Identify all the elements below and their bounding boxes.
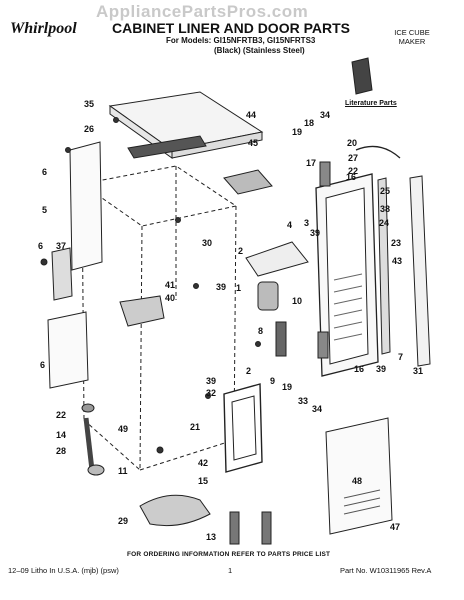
back-panel-upper (69, 141, 103, 271)
brand-name: Whirlpool (10, 20, 77, 37)
callout-number: 8 (258, 326, 264, 336)
ordering-note: FOR ORDERING INFORMATION REFER TO PARTS … (127, 551, 331, 558)
literature-parts-label: Literature Parts (345, 100, 397, 107)
callout-number: 38 (380, 204, 391, 214)
back-panel-lower (47, 311, 89, 389)
callout-number: 11 (118, 466, 128, 476)
callout-number: 24 (379, 218, 390, 228)
callout-number: 9 (270, 376, 276, 386)
callout-number: 34 (312, 404, 323, 414)
callout-number: 39 (206, 376, 217, 386)
callout-number: 21 (190, 422, 201, 432)
leveling-foot (81, 403, 95, 413)
callout-number: 19 (292, 127, 303, 137)
callout-number: 45 (248, 138, 259, 148)
cabinet-liner (80, 165, 238, 227)
door-cable (355, 145, 401, 159)
callout-number: 29 (118, 516, 129, 526)
callout-number: 40 (165, 293, 176, 303)
door-handle-block (257, 281, 279, 311)
callout-number: 6 (42, 167, 48, 177)
callout-number: 44 (246, 110, 257, 120)
callout-number: 16 (346, 172, 357, 182)
callout-number: 17 (306, 158, 317, 168)
callout-number: 13 (206, 532, 217, 542)
rear-access-panel (325, 417, 393, 535)
hinge-bracket (51, 247, 73, 301)
callout-number: 1 (236, 283, 242, 293)
watermark-text: AppliancePartsPros.com (96, 2, 309, 21)
litho-info: 12–09 Litho In U.S.A. (mjb) (psw) (8, 566, 119, 575)
callout-number: 42 (198, 458, 209, 468)
callout-number: 41 (165, 280, 176, 290)
callout-number: 39 (310, 228, 321, 238)
callout-number: 18 (304, 118, 315, 128)
model-numbers: For Models: GI15NFRTB3, GI15NFRTS3 (166, 36, 316, 45)
ice-scoop (245, 241, 309, 277)
callout-number: 32 (206, 388, 217, 398)
drain-tube (83, 417, 95, 471)
vent-piece (275, 321, 287, 357)
callout-number: 6 (38, 241, 44, 251)
literature-booklet (351, 57, 373, 95)
callout-number: 4 (287, 220, 293, 230)
callout-number: 14 (56, 430, 67, 440)
callout-number: 35 (84, 99, 95, 109)
lower-door-panel (223, 383, 263, 473)
callout-number: 43 (392, 256, 403, 266)
product-category: ICE CUBE MAKER (394, 28, 430, 46)
callout-number: 34 (320, 110, 331, 120)
callout-number: 30 (202, 238, 213, 248)
callout-number: 23 (391, 238, 402, 248)
kick-plate-left (229, 511, 240, 545)
callout-number: 26 (84, 124, 95, 134)
callout-number: 22 (56, 410, 67, 420)
ice-bin (139, 494, 211, 527)
door-side-trim (377, 177, 391, 355)
callout-number: 39 (216, 282, 227, 292)
callout-number: 2 (238, 246, 244, 256)
callout-number: 7 (398, 352, 404, 362)
model-colors: (Black) (Stainless Steel) (214, 46, 305, 55)
callout-number: 6 (40, 360, 46, 370)
callout-number: 5 (42, 205, 48, 215)
page-title: CABINET LINER AND DOOR PARTS (112, 20, 350, 36)
lower-hinge (317, 331, 329, 359)
callout-number: 3 (304, 218, 310, 228)
callout-number: 27 (348, 153, 359, 163)
grille-strip (127, 135, 207, 159)
callout-number: 2 (246, 366, 252, 376)
callout-number: 31 (413, 366, 424, 376)
shelf-bracket (119, 295, 165, 327)
callout-number: 48 (352, 476, 363, 486)
callout-number: 47 (390, 522, 401, 532)
callout-number: 10 (292, 296, 303, 306)
callout-number: 49 (118, 424, 129, 434)
door-gasket-strip (409, 175, 431, 367)
callout-number: 28 (56, 446, 67, 456)
callout-number: 19 (282, 382, 293, 392)
callout-number: 20 (347, 138, 358, 148)
callout-number: 25 (380, 186, 391, 196)
callout-number: 37 (56, 241, 67, 251)
callout-number: 33 (298, 396, 309, 406)
callout-number: 22 (348, 166, 359, 176)
part-number: Part No. W10311965 Rev.A (340, 566, 432, 575)
page-number: 1 (228, 566, 233, 575)
insulation-pad (223, 169, 273, 195)
callout-number: 15 (198, 476, 209, 486)
drain-cap (87, 464, 105, 476)
callout-number: 39 (376, 364, 387, 374)
upper-hinge (319, 161, 331, 187)
brand-logo: Whirlpool (10, 20, 77, 38)
kick-plate-right (261, 511, 272, 545)
callout-number: 16 (354, 364, 365, 374)
